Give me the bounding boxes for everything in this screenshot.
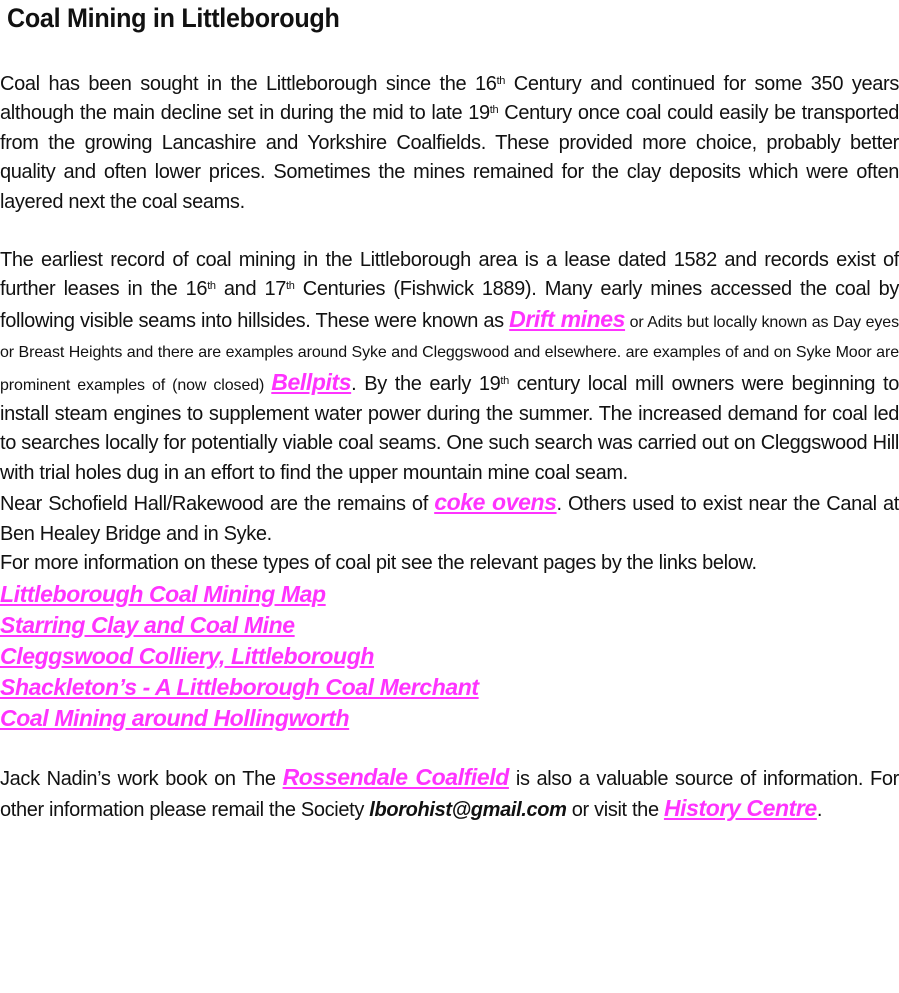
paragraph-more-info: For more information on these types of c… — [0, 552, 757, 575]
coke-ovens-link[interactable]: coke ovens — [434, 489, 557, 516]
link-starring-clay-and-coal-mine[interactable]: Starring Clay and Coal Mine — [0, 611, 295, 638]
paragraph-further-sources: Jack Nadin’s work book on The Rossendale… — [0, 763, 899, 821]
paragraph-history: Coal has been sought in the Littleboroug… — [0, 73, 899, 213]
article-body: Coal has been sought in the Littleboroug… — [0, 70, 899, 825]
link-littleborough-coal-mining-map[interactable]: Littleborough Coal Mining Map — [0, 580, 326, 607]
rossendale-coalfield-link[interactable]: Rossendale Coalfield — [282, 763, 510, 790]
spacer — [0, 217, 899, 246]
link-coal-mining-hollingworth[interactable]: Coal Mining around Hollingworth — [0, 704, 350, 731]
spacer — [0, 734, 899, 763]
related-links-list: Littleborough Coal Mining Map Starring C… — [0, 579, 899, 734]
page-title: Coal Mining in Littleborough — [7, 3, 340, 33]
link-cleggswood-colliery[interactable]: Cleggswood Colliery, Littleborough — [0, 642, 374, 669]
history-centre-link[interactable]: History Centre — [663, 794, 817, 821]
paragraph-coke-ovens: Near Schofield Hall/Rakewood are the rem… — [0, 489, 899, 545]
society-email: lborohist@gmail.com — [369, 798, 567, 821]
drift-mines-link[interactable]: Drift mines — [509, 305, 626, 332]
link-shackletons-coal-merchant[interactable]: Shackleton’s - A Littleborough Coal Merc… — [0, 673, 479, 700]
paragraph-earliest-record: The earliest record of coal mining in th… — [0, 249, 899, 484]
bellpits-link[interactable]: Bellpits — [271, 368, 352, 395]
